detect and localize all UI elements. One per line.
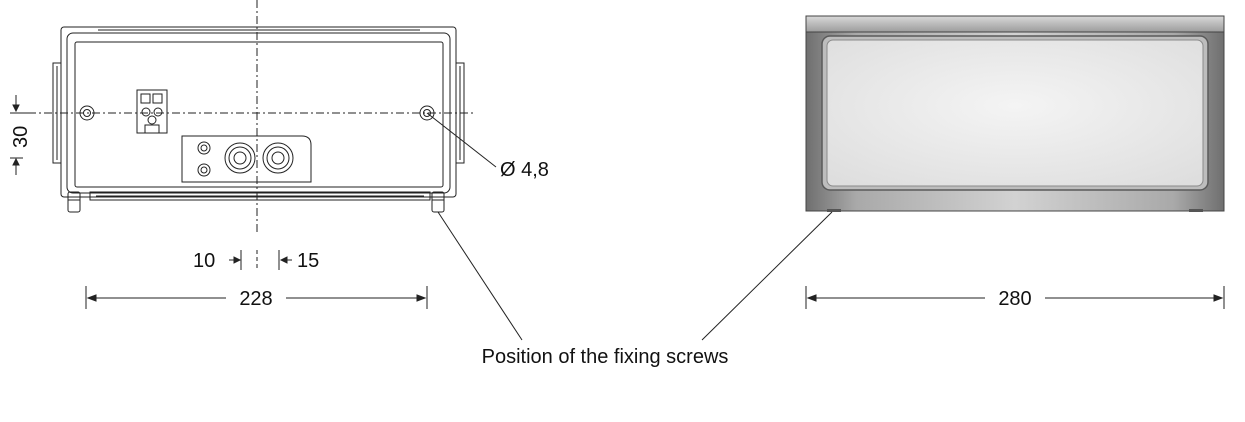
center-lines xyxy=(28,0,475,232)
cable-gland-left xyxy=(224,142,256,174)
cable-gland-right xyxy=(262,142,294,174)
diffuser-panel xyxy=(826,39,1204,187)
offset-left-label: 10 xyxy=(193,250,215,272)
small-connector-top xyxy=(197,141,211,155)
dimension-30 xyxy=(10,95,30,175)
small-connector-bottom xyxy=(197,163,211,177)
dimension-30-label: 30 xyxy=(10,126,32,148)
front-left-foot xyxy=(827,209,841,212)
fixing-screws-leaders xyxy=(437,211,833,341)
right-foot xyxy=(431,191,445,213)
connector-panel xyxy=(181,135,312,183)
dimension-228 xyxy=(85,286,428,309)
dimension-280-label: 280 xyxy=(998,288,1031,310)
dimension-offset xyxy=(229,250,292,270)
terminal-block xyxy=(136,89,168,134)
dimension-228-label: 228 xyxy=(239,288,272,310)
bottom-rail xyxy=(89,191,431,201)
hole-diameter-leader xyxy=(426,112,497,168)
front-right-foot xyxy=(1189,209,1203,212)
left-foot xyxy=(67,191,81,213)
back-plate xyxy=(74,41,444,188)
back-view xyxy=(52,26,465,213)
fixing-screws-caption: Position of the fixing screws xyxy=(482,346,729,368)
dimension-280 xyxy=(805,286,1225,309)
back-housing-outer xyxy=(60,26,457,198)
offset-right-label: 15 xyxy=(297,250,319,272)
hole-diameter-label: Ø 4,8 xyxy=(500,159,549,181)
front-view xyxy=(805,15,1225,212)
front-top-cap xyxy=(805,15,1225,33)
